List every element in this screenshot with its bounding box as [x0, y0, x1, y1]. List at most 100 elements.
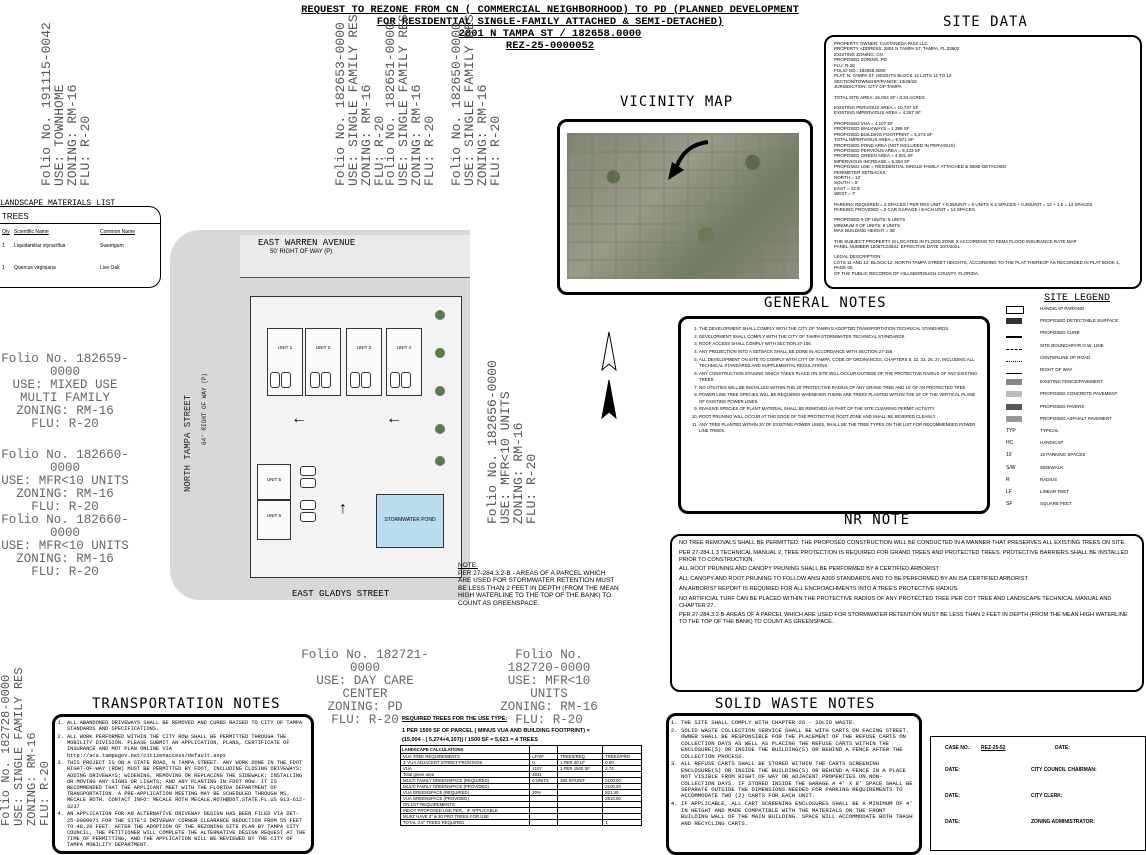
- legend-swatch: S/W: [1006, 464, 1016, 471]
- date-label-4: DATE:: [945, 819, 960, 825]
- legend-swatch: HC: [1006, 440, 1014, 447]
- legend-swatch: [1006, 403, 1022, 410]
- site-data-line: EXISTING PERVIOUS AREA = 10,737 SF: [834, 105, 919, 111]
- general-notes-title: GENERAL NOTES: [764, 295, 887, 311]
- legend-swatch: [1006, 355, 1022, 362]
- council-chairman-label: CITY COUNCIL CHAIRMAN:: [1031, 767, 1097, 773]
- site-data-line: PROPOSED ZONING: PD: [834, 57, 888, 63]
- solid-waste-note-item: ALL REFUSE CARTS SHALL BE STORED WITHIN …: [681, 761, 915, 800]
- solid-waste-notes-title: SOLID WASTE NOTES: [715, 696, 876, 712]
- arrow-left-2: ←: [386, 410, 402, 427]
- arrow-left-1: ←: [291, 410, 307, 427]
- legend-item: RADIUS: [1040, 476, 1058, 482]
- street-gladys: EAST GLADYS STREET: [292, 589, 390, 599]
- legend-swatch: R: [1006, 476, 1010, 483]
- lm-row1-qty: 1: [2, 243, 5, 249]
- street-tampa-row: 64' RIGHT OF WAY (P): [201, 372, 208, 445]
- tree-symbol: [435, 348, 445, 358]
- warren-avenue-row: EAST WARREN AVENUE 50' RIGHT OF WAY (P): [240, 235, 470, 278]
- legend-item: RIGHT OF WAY: [1040, 367, 1073, 372]
- general-note-item: DEVELOPMENT SHALL COMPLY WITH THE CITY O…: [699, 334, 981, 340]
- vicinity-map-title: VICINITY MAP: [620, 94, 734, 110]
- date-label-2: DATE:: [945, 767, 960, 773]
- landscape-title: LANDSCAPE MATERIALS LIST: [0, 199, 116, 208]
- arrow-up: ↑: [339, 500, 347, 517]
- general-note-item: ANY TREE PLANTED WITHIN 20' OF EXISTING …: [699, 422, 981, 434]
- site-data-line: PROPOSED VUA = 4,107 SF: [834, 120, 894, 126]
- site-data-line: PROPERTY ADDRESS: 2801 N TAMPA ST, TAMPA…: [834, 46, 960, 52]
- legend-item: SQUARE FEET: [1040, 501, 1072, 507]
- lm-row1-sci: Liquidambar styraciflua: [14, 243, 66, 249]
- transportation-notes-title: TRANSPORTATION NOTES: [92, 696, 281, 712]
- legend-item: TYPICAL: [1040, 428, 1059, 433]
- solid-waste-note-item: THE SITE SHALL COMPLY WITH CHAPTER 26 - …: [681, 719, 915, 726]
- legend-swatch: [1006, 318, 1022, 325]
- site-data-line: JURISDICTION: CITY OF TAMPA: [834, 84, 902, 90]
- header-line-1: REQUEST TO REZONE FROM CN ( COMMERCIAL N…: [301, 4, 799, 16]
- legend-item: HANDICAP PARKING: [1040, 306, 1085, 311]
- site-data-line: LEGAL DESCRIPTION:: [834, 254, 882, 260]
- lm-head-qty: Qty: [2, 229, 10, 235]
- legend-item: SITE BOUNDARY/R.O.W. LINE: [1040, 342, 1104, 348]
- site-data-line: MAX BUILDING HEIGHT = 35': [834, 228, 896, 234]
- legend-item: LINEAR FEET: [1040, 489, 1070, 494]
- lm-row2-common: Live Oak: [100, 265, 120, 271]
- folio-182728: Folio No. 182728-0000 USE: SINGLE FAMILY…: [0, 667, 52, 826]
- site-data-line: PROPOSED GREEN AREA = 4,931 SF: [834, 153, 914, 159]
- nr-note-box: NO TREE REMOVALS SHALL BE PERMITTED. THE…: [670, 534, 1144, 692]
- general-note-item: NO UTILITIES WILL BE INSTALLED WITHIN TH…: [699, 385, 981, 391]
- case-no-value: REZ-25-52: [981, 745, 1006, 751]
- legend-swatch: [1006, 379, 1022, 386]
- legend-item: HANDICAP: [1040, 440, 1064, 446]
- legend-item: PROPOSED DETECTABLE SURFACE: [1040, 318, 1119, 324]
- lm-row2-sci: Quercus virginiana: [14, 265, 56, 271]
- site-data-line: FOLIO NO.: 182658.0000: [834, 68, 886, 74]
- site-legend: HANDICAP PARKING PROPOSED DETECTABLE SURF…: [1000, 306, 1146, 520]
- folio-182651: Folio No. 182651-0000 USE: SINGLE FAMILY…: [383, 14, 437, 186]
- legend-swatch: [1006, 343, 1022, 350]
- lm-row2-qty: 1: [2, 265, 5, 271]
- legend-item: PROPOSED CONCRETE PAVEMENT: [1040, 391, 1118, 397]
- legend-swatch: LF: [1006, 489, 1012, 495]
- general-note-item: ROOT PRUNING WILL OCCUR AT THE EDGE OF T…: [699, 414, 981, 420]
- nr-note-paragraph: AN ARBORIST REPORT IS REQUIRED FOR ALL E…: [679, 585, 959, 592]
- site-data-line: PANEL NUMBER 12057C0354J, EFFECTIVE DATE…: [834, 244, 960, 249]
- transportation-note-item: AN APPLICATION FOR AN ALTERNATIVE DRIVEW…: [67, 811, 307, 848]
- nr-note-list: NO TREE REMOVALS SHALL BE PERMITTED. THE…: [672, 536, 1142, 633]
- general-note-item: ANY PROJECTION INTO A SETBACK SHALL BE D…: [699, 349, 981, 355]
- site-data-line: EAST = 12.5': [834, 185, 861, 191]
- zoning-administrator-label: ZONING ADMINISTRATOR:: [1031, 819, 1095, 825]
- site-data-line: NORTH = 12': [834, 174, 861, 180]
- site-data-line: WEST = 7': [834, 191, 856, 197]
- general-notes-box: THE DEVELOPMENT SHALL COMPLY WITH THE CI…: [678, 316, 990, 514]
- site-data-title: SITE DATA: [943, 14, 1028, 30]
- solid-waste-note-item: SOLID WASTE COLLECTION SERVICE SHALL BE …: [681, 727, 915, 760]
- general-note-item: INVASIVE SPECIES OF PLANT MATERIAL SHALL…: [699, 406, 981, 412]
- site-data-line: EXISTING ZONING: CN: [834, 51, 883, 57]
- trees-label: TREES: [2, 212, 29, 221]
- solid-waste-note-item: IF APPLICABLE, ALL CART SCREENING ENCLOS…: [681, 801, 915, 827]
- site-data-line: TOTAL IMPERVIOUS AREA = 9,571 SF: [834, 137, 914, 143]
- tree-symbol: [435, 310, 445, 320]
- street-warren-row: 50' RIGHT OF WAY (P): [270, 249, 333, 255]
- site-data-line: SOUTH = 5': [834, 180, 859, 186]
- header-line-4: REZ-25-0000052: [505, 40, 595, 52]
- solid-waste-notes-box: THE SITE SHALL COMPLY WITH CHAPTER 26 - …: [666, 713, 922, 855]
- site-data-line: OF THE PUBLIC RECORDS OF HILLSBOROUGH CO…: [834, 270, 980, 276]
- tree-symbol: [435, 456, 445, 466]
- legend-swatch: [1006, 415, 1022, 422]
- transportation-note-item: ALL WORK PERFORMED WITHIN THE CITY ROW S…: [67, 734, 307, 759]
- site-data-line: PROPOSED WALKWAYS = 1,389 SF: [834, 126, 910, 132]
- landscape-calculations-table: LANDSCAPE CALCULATIONS VUA TREE REQUIREM…: [399, 745, 642, 826]
- nr-note-paragraph: PER 27-284.1.3 TECHNICAL MANUAL 2, TREE …: [679, 549, 1129, 563]
- site-data-line: SECTION/TOWNSHIP/RANGE: 13/29/18: [834, 78, 917, 84]
- city-clerk-label: CITY CLERK:: [1031, 793, 1063, 799]
- lm-head-sci: Scientific Name: [14, 229, 49, 235]
